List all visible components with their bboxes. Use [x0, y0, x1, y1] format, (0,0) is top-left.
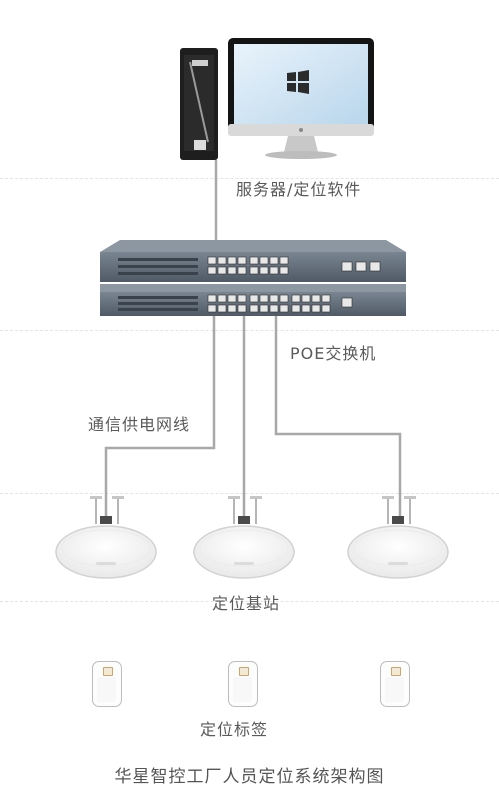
- diagram-caption: 华星智控工厂人员定位系统架构图: [114, 767, 385, 787]
- pc-tower-icon: [180, 48, 218, 160]
- tag-device-icon: [228, 661, 258, 707]
- monitor-icon: [228, 38, 374, 159]
- anchor-device-icon: [193, 496, 295, 579]
- divider-line: [0, 178, 499, 179]
- divider-line: [0, 330, 499, 331]
- network-cables: [104, 160, 402, 518]
- tag-label: 定位标签: [200, 720, 269, 739]
- server-label: 服务器/定位软件: [236, 180, 362, 199]
- divider-line: [0, 601, 499, 602]
- switch-label: POE交换机: [290, 344, 377, 363]
- poe-switch-bottom: [100, 284, 406, 316]
- divider-line: [0, 493, 499, 494]
- anchor-device-icon: [55, 496, 157, 579]
- cable-label: 通信供电网线: [88, 415, 191, 434]
- poe-switch-top: [100, 240, 406, 282]
- anchor-label: 定位基站: [212, 594, 281, 613]
- tag-device-icon: [380, 661, 410, 707]
- anchor-device-icon: [347, 496, 449, 579]
- tag-device-icon: [92, 661, 122, 707]
